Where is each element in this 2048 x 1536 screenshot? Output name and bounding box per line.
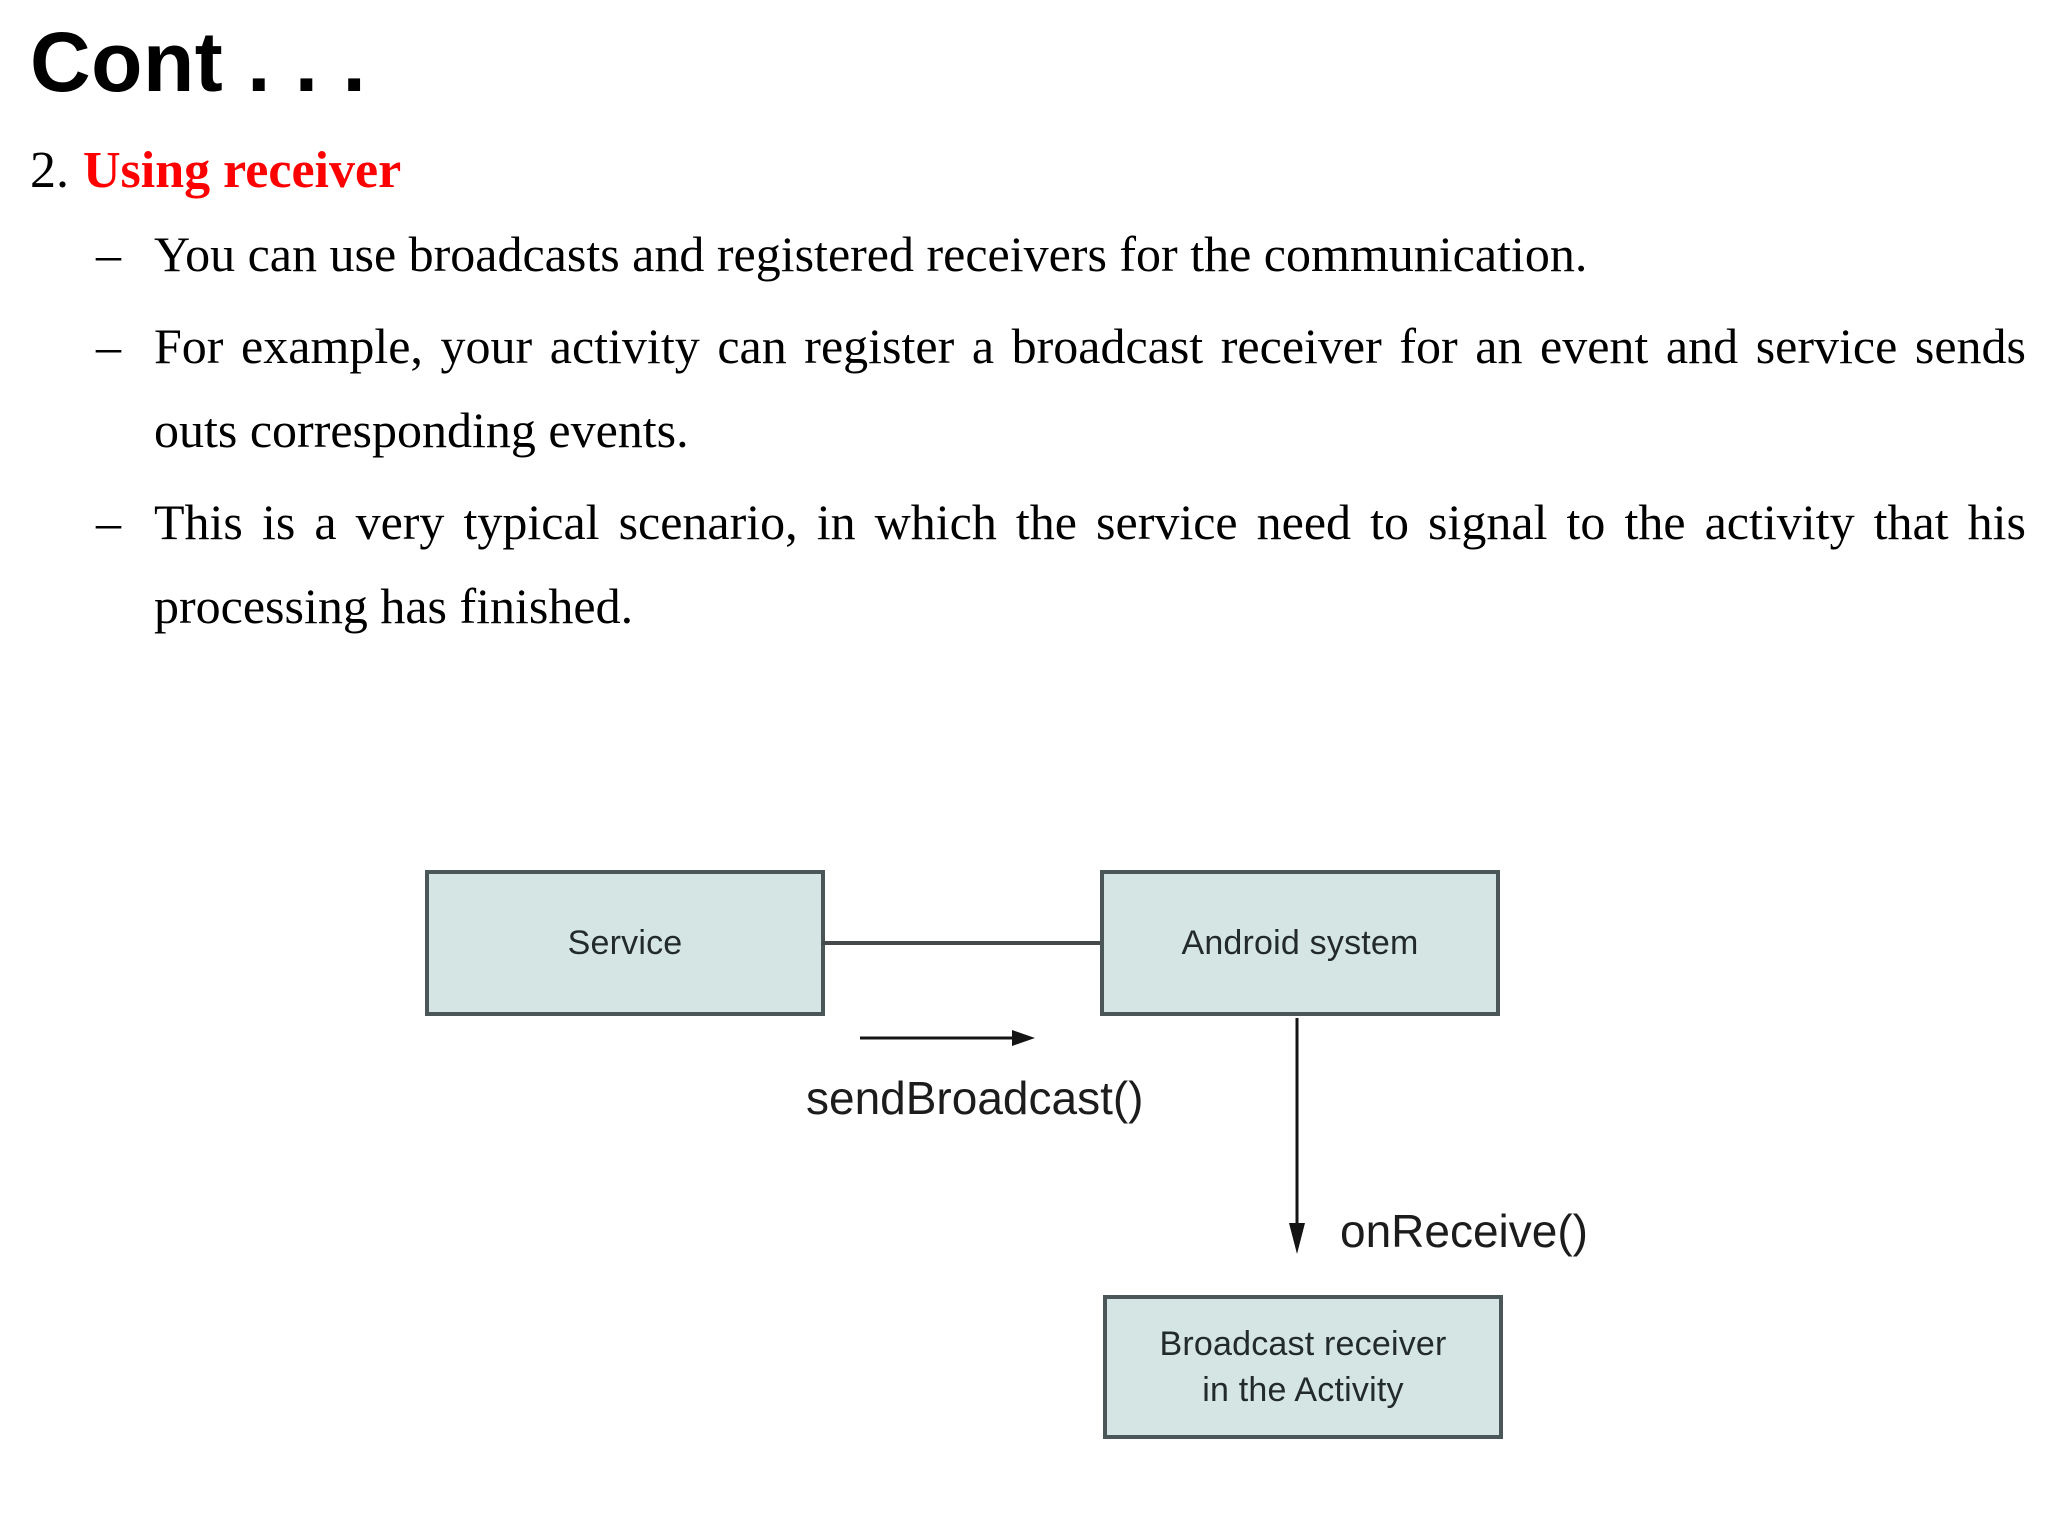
- section-heading-text: Using receiver: [83, 142, 402, 199]
- bullet-list: – You can use broadcasts and registered …: [96, 212, 2026, 656]
- diagram-box-android-system: Android system: [1100, 870, 1500, 1016]
- section-heading: 2.Using receiver: [30, 140, 401, 202]
- list-item-text: You can use broadcasts and registered re…: [154, 226, 1588, 282]
- diagram-box-broadcast-receiver: Broadcast receiver in the Activity: [1103, 1295, 1503, 1439]
- bullet-dash-icon: –: [96, 226, 121, 282]
- on-receive-label: onReceive(): [1340, 1205, 1588, 1257]
- on-receive-arrow-icon: [1289, 1018, 1305, 1254]
- section-heading-number: 2.: [30, 142, 69, 199]
- diagram-box-service: Service: [425, 870, 825, 1016]
- diagram-connector-service-to-android: [822, 941, 1103, 945]
- bullet-dash-icon: –: [96, 494, 121, 550]
- list-item: – This is a very typical scenario, in wh…: [96, 480, 2026, 648]
- list-item: – You can use broadcasts and registered …: [96, 212, 2026, 296]
- page-title: Cont . . .: [30, 15, 367, 109]
- list-item-text: This is a very typical scenario, in whic…: [154, 494, 2026, 634]
- send-broadcast-arrow-icon: [860, 1030, 1035, 1046]
- bullet-dash-icon: –: [96, 318, 121, 374]
- send-broadcast-label: sendBroadcast(): [806, 1072, 1144, 1124]
- list-item-text: For example, your activity can register …: [154, 318, 2026, 458]
- list-item: – For example, your activity can registe…: [96, 304, 2026, 472]
